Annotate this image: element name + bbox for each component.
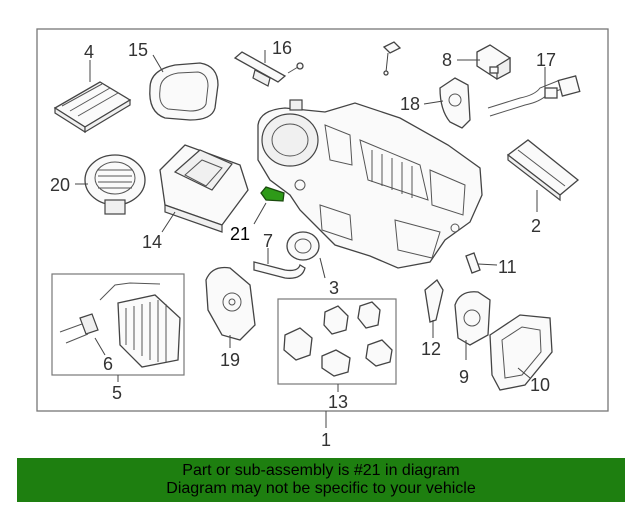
callout-10: 10 <box>530 375 550 395</box>
callout-8: 8 <box>442 50 452 70</box>
part-2-door <box>506 139 580 202</box>
callout-7: 7 <box>263 231 273 251</box>
callout-21: 21 <box>230 224 250 244</box>
callout-9: 9 <box>459 367 469 387</box>
part-pin <box>382 41 402 76</box>
callout-14: 14 <box>142 232 162 252</box>
parts-diagram: 4 15 16 8 17 18 2 20 14 21 7 3 11 12 9 1… <box>36 28 609 450</box>
part-8-actuator <box>476 44 511 81</box>
caption-line-1: Part or sub-assembly is #21 in diagram <box>182 462 460 479</box>
callout-18: 18 <box>400 94 420 114</box>
part-3-grommet <box>286 231 320 261</box>
part-10-plate <box>489 314 553 391</box>
callout-16: 16 <box>272 38 292 58</box>
callout-3: 3 <box>329 278 339 298</box>
box-13 <box>277 298 397 385</box>
part-12-lever <box>424 279 444 323</box>
part-19-actuator <box>205 266 256 341</box>
callout-20: 20 <box>50 175 70 195</box>
part-14-housing <box>159 144 249 233</box>
part-7-tube <box>253 261 306 279</box>
part-13-sensors <box>283 301 393 377</box>
leader-lines <box>75 50 546 428</box>
part-17-pipes <box>487 75 581 117</box>
callout-4: 4 <box>84 42 94 62</box>
part-4-cabin-filter <box>53 81 132 134</box>
callout-5: 5 <box>112 383 122 403</box>
part-6-evaporator <box>59 282 181 368</box>
callout-12: 12 <box>421 339 441 359</box>
part-21-highlighted <box>253 186 285 225</box>
callout-17: 17 <box>536 50 556 70</box>
callout-2: 2 <box>531 216 541 236</box>
part-18-bracket <box>439 77 471 129</box>
part-15-seal <box>149 62 219 121</box>
caption-line-2: Diagram may not be specific to your vehi… <box>166 480 476 497</box>
part-11-clip <box>465 252 481 274</box>
callout-1: 1 <box>321 430 331 450</box>
callout-15: 15 <box>128 40 148 60</box>
caption-banner: Part or sub-assembly is #21 in diagram D… <box>17 458 625 502</box>
callout-6: 6 <box>103 354 113 374</box>
part-16-strip <box>233 51 304 87</box>
main-hvac-assembly <box>257 99 483 269</box>
part-20-blower <box>84 154 146 215</box>
callout-13: 13 <box>328 392 348 412</box>
part-9-actuator <box>454 291 491 360</box>
callout-11: 11 <box>498 257 517 277</box>
callout-19: 19 <box>220 350 240 370</box>
